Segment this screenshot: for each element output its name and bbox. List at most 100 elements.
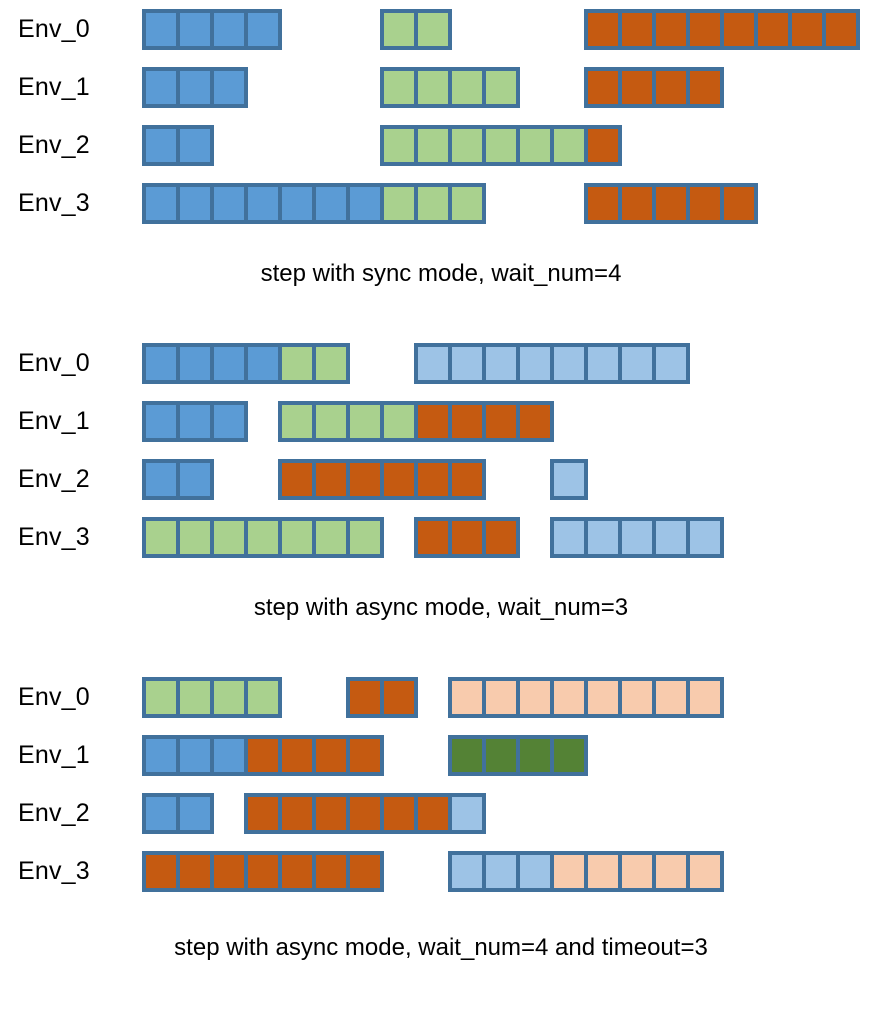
timeline-cell-blue[interactable] xyxy=(282,187,312,220)
timeline-cell-blue[interactable] xyxy=(146,347,176,380)
timeline-cell-blue[interactable] xyxy=(214,739,244,772)
timeline-cell-orange[interactable] xyxy=(622,13,652,46)
timeline-cell-orange[interactable] xyxy=(792,13,822,46)
timeline-block[interactable] xyxy=(142,67,248,108)
timeline-block[interactable] xyxy=(584,183,758,224)
timeline-cell-peach[interactable] xyxy=(588,681,618,714)
timeline-cell-green[interactable] xyxy=(418,129,448,162)
timeline-cell-dark-green[interactable] xyxy=(452,739,482,772)
timeline-cell-orange[interactable] xyxy=(316,797,346,830)
timeline-cell-blue[interactable] xyxy=(180,347,210,380)
timeline-cell-green[interactable] xyxy=(214,681,244,714)
timeline-cell-blue[interactable] xyxy=(180,463,210,496)
timeline-cell-orange[interactable] xyxy=(180,855,210,888)
timeline-cell-light-blue[interactable] xyxy=(554,463,584,496)
timeline-cell-blue[interactable] xyxy=(146,797,176,830)
timeline-cell-blue[interactable] xyxy=(214,13,244,46)
timeline-cell-blue[interactable] xyxy=(180,405,210,438)
timeline-cell-orange[interactable] xyxy=(350,739,380,772)
timeline-cell-blue[interactable] xyxy=(350,187,380,220)
timeline-cell-blue[interactable] xyxy=(146,405,176,438)
timeline-cell-light-blue[interactable] xyxy=(588,347,618,380)
timeline-block[interactable] xyxy=(448,851,724,892)
timeline-block[interactable] xyxy=(414,343,690,384)
timeline-cell-green[interactable] xyxy=(316,347,346,380)
timeline-cell-green[interactable] xyxy=(486,71,516,104)
timeline-cell-orange[interactable] xyxy=(384,681,414,714)
timeline-cell-orange[interactable] xyxy=(656,13,686,46)
timeline-block[interactable] xyxy=(142,401,248,442)
timeline-cell-blue[interactable] xyxy=(214,187,244,220)
timeline-cell-orange[interactable] xyxy=(384,797,414,830)
timeline-block[interactable] xyxy=(380,67,520,108)
timeline-cell-green[interactable] xyxy=(554,129,584,162)
timeline-cell-orange[interactable] xyxy=(282,463,312,496)
timeline-cell-green[interactable] xyxy=(248,681,278,714)
timeline-cell-orange[interactable] xyxy=(588,71,618,104)
timeline-cell-light-blue[interactable] xyxy=(554,521,584,554)
timeline-block[interactable] xyxy=(414,517,520,558)
timeline-cell-light-blue[interactable] xyxy=(452,347,482,380)
timeline-block[interactable] xyxy=(142,735,384,776)
timeline-cell-green[interactable] xyxy=(384,71,414,104)
timeline-block[interactable] xyxy=(584,67,724,108)
timeline-cell-green[interactable] xyxy=(520,129,550,162)
timeline-cell-blue[interactable] xyxy=(146,71,176,104)
timeline-cell-orange[interactable] xyxy=(690,71,720,104)
timeline-cell-orange[interactable] xyxy=(724,13,754,46)
timeline-cell-light-blue[interactable] xyxy=(486,855,516,888)
timeline-cell-blue[interactable] xyxy=(248,13,278,46)
timeline-cell-green[interactable] xyxy=(418,13,448,46)
timeline-cell-peach[interactable] xyxy=(622,855,652,888)
timeline-cell-green[interactable] xyxy=(452,129,482,162)
timeline-block[interactable] xyxy=(142,125,214,166)
timeline-cell-orange[interactable] xyxy=(350,463,380,496)
timeline-cell-orange[interactable] xyxy=(350,681,380,714)
timeline-cell-light-blue[interactable] xyxy=(452,797,482,830)
timeline-block[interactable] xyxy=(142,459,214,500)
timeline-cell-green[interactable] xyxy=(282,405,312,438)
timeline-cell-orange[interactable] xyxy=(418,405,448,438)
timeline-cell-light-blue[interactable] xyxy=(622,521,652,554)
timeline-cell-orange[interactable] xyxy=(418,463,448,496)
timeline-cell-orange[interactable] xyxy=(282,855,312,888)
timeline-cell-peach[interactable] xyxy=(554,681,584,714)
timeline-cell-orange[interactable] xyxy=(418,521,448,554)
timeline-cell-green[interactable] xyxy=(146,681,176,714)
timeline-cell-green[interactable] xyxy=(248,521,278,554)
timeline-cell-peach[interactable] xyxy=(690,681,720,714)
timeline-cell-light-blue[interactable] xyxy=(656,347,686,380)
timeline-block[interactable] xyxy=(346,677,418,718)
timeline-cell-blue[interactable] xyxy=(146,129,176,162)
timeline-cell-peach[interactable] xyxy=(690,855,720,888)
timeline-block[interactable] xyxy=(244,793,486,834)
timeline-cell-light-blue[interactable] xyxy=(656,521,686,554)
timeline-cell-light-blue[interactable] xyxy=(520,855,550,888)
timeline-cell-peach[interactable] xyxy=(656,855,686,888)
timeline-cell-green[interactable] xyxy=(316,405,346,438)
timeline-block[interactable] xyxy=(142,9,282,50)
timeline-cell-green[interactable] xyxy=(180,681,210,714)
timeline-cell-light-blue[interactable] xyxy=(452,855,482,888)
timeline-cell-orange[interactable] xyxy=(588,13,618,46)
timeline-cell-orange[interactable] xyxy=(452,521,482,554)
timeline-cell-orange[interactable] xyxy=(248,797,278,830)
timeline-block[interactable] xyxy=(550,459,588,500)
timeline-block[interactable] xyxy=(550,517,724,558)
timeline-cell-blue[interactable] xyxy=(146,187,176,220)
timeline-cell-green[interactable] xyxy=(418,187,448,220)
timeline-cell-light-blue[interactable] xyxy=(622,347,652,380)
timeline-cell-peach[interactable] xyxy=(452,681,482,714)
timeline-cell-green[interactable] xyxy=(384,405,414,438)
timeline-cell-dark-green[interactable] xyxy=(520,739,550,772)
timeline-cell-orange[interactable] xyxy=(248,855,278,888)
timeline-cell-blue[interactable] xyxy=(180,797,210,830)
timeline-cell-light-blue[interactable] xyxy=(554,347,584,380)
timeline-cell-orange[interactable] xyxy=(146,855,176,888)
timeline-cell-light-blue[interactable] xyxy=(520,347,550,380)
timeline-block[interactable] xyxy=(584,9,860,50)
timeline-block[interactable] xyxy=(142,851,384,892)
timeline-cell-peach[interactable] xyxy=(554,855,584,888)
timeline-cell-green[interactable] xyxy=(180,521,210,554)
timeline-cell-orange[interactable] xyxy=(214,855,244,888)
